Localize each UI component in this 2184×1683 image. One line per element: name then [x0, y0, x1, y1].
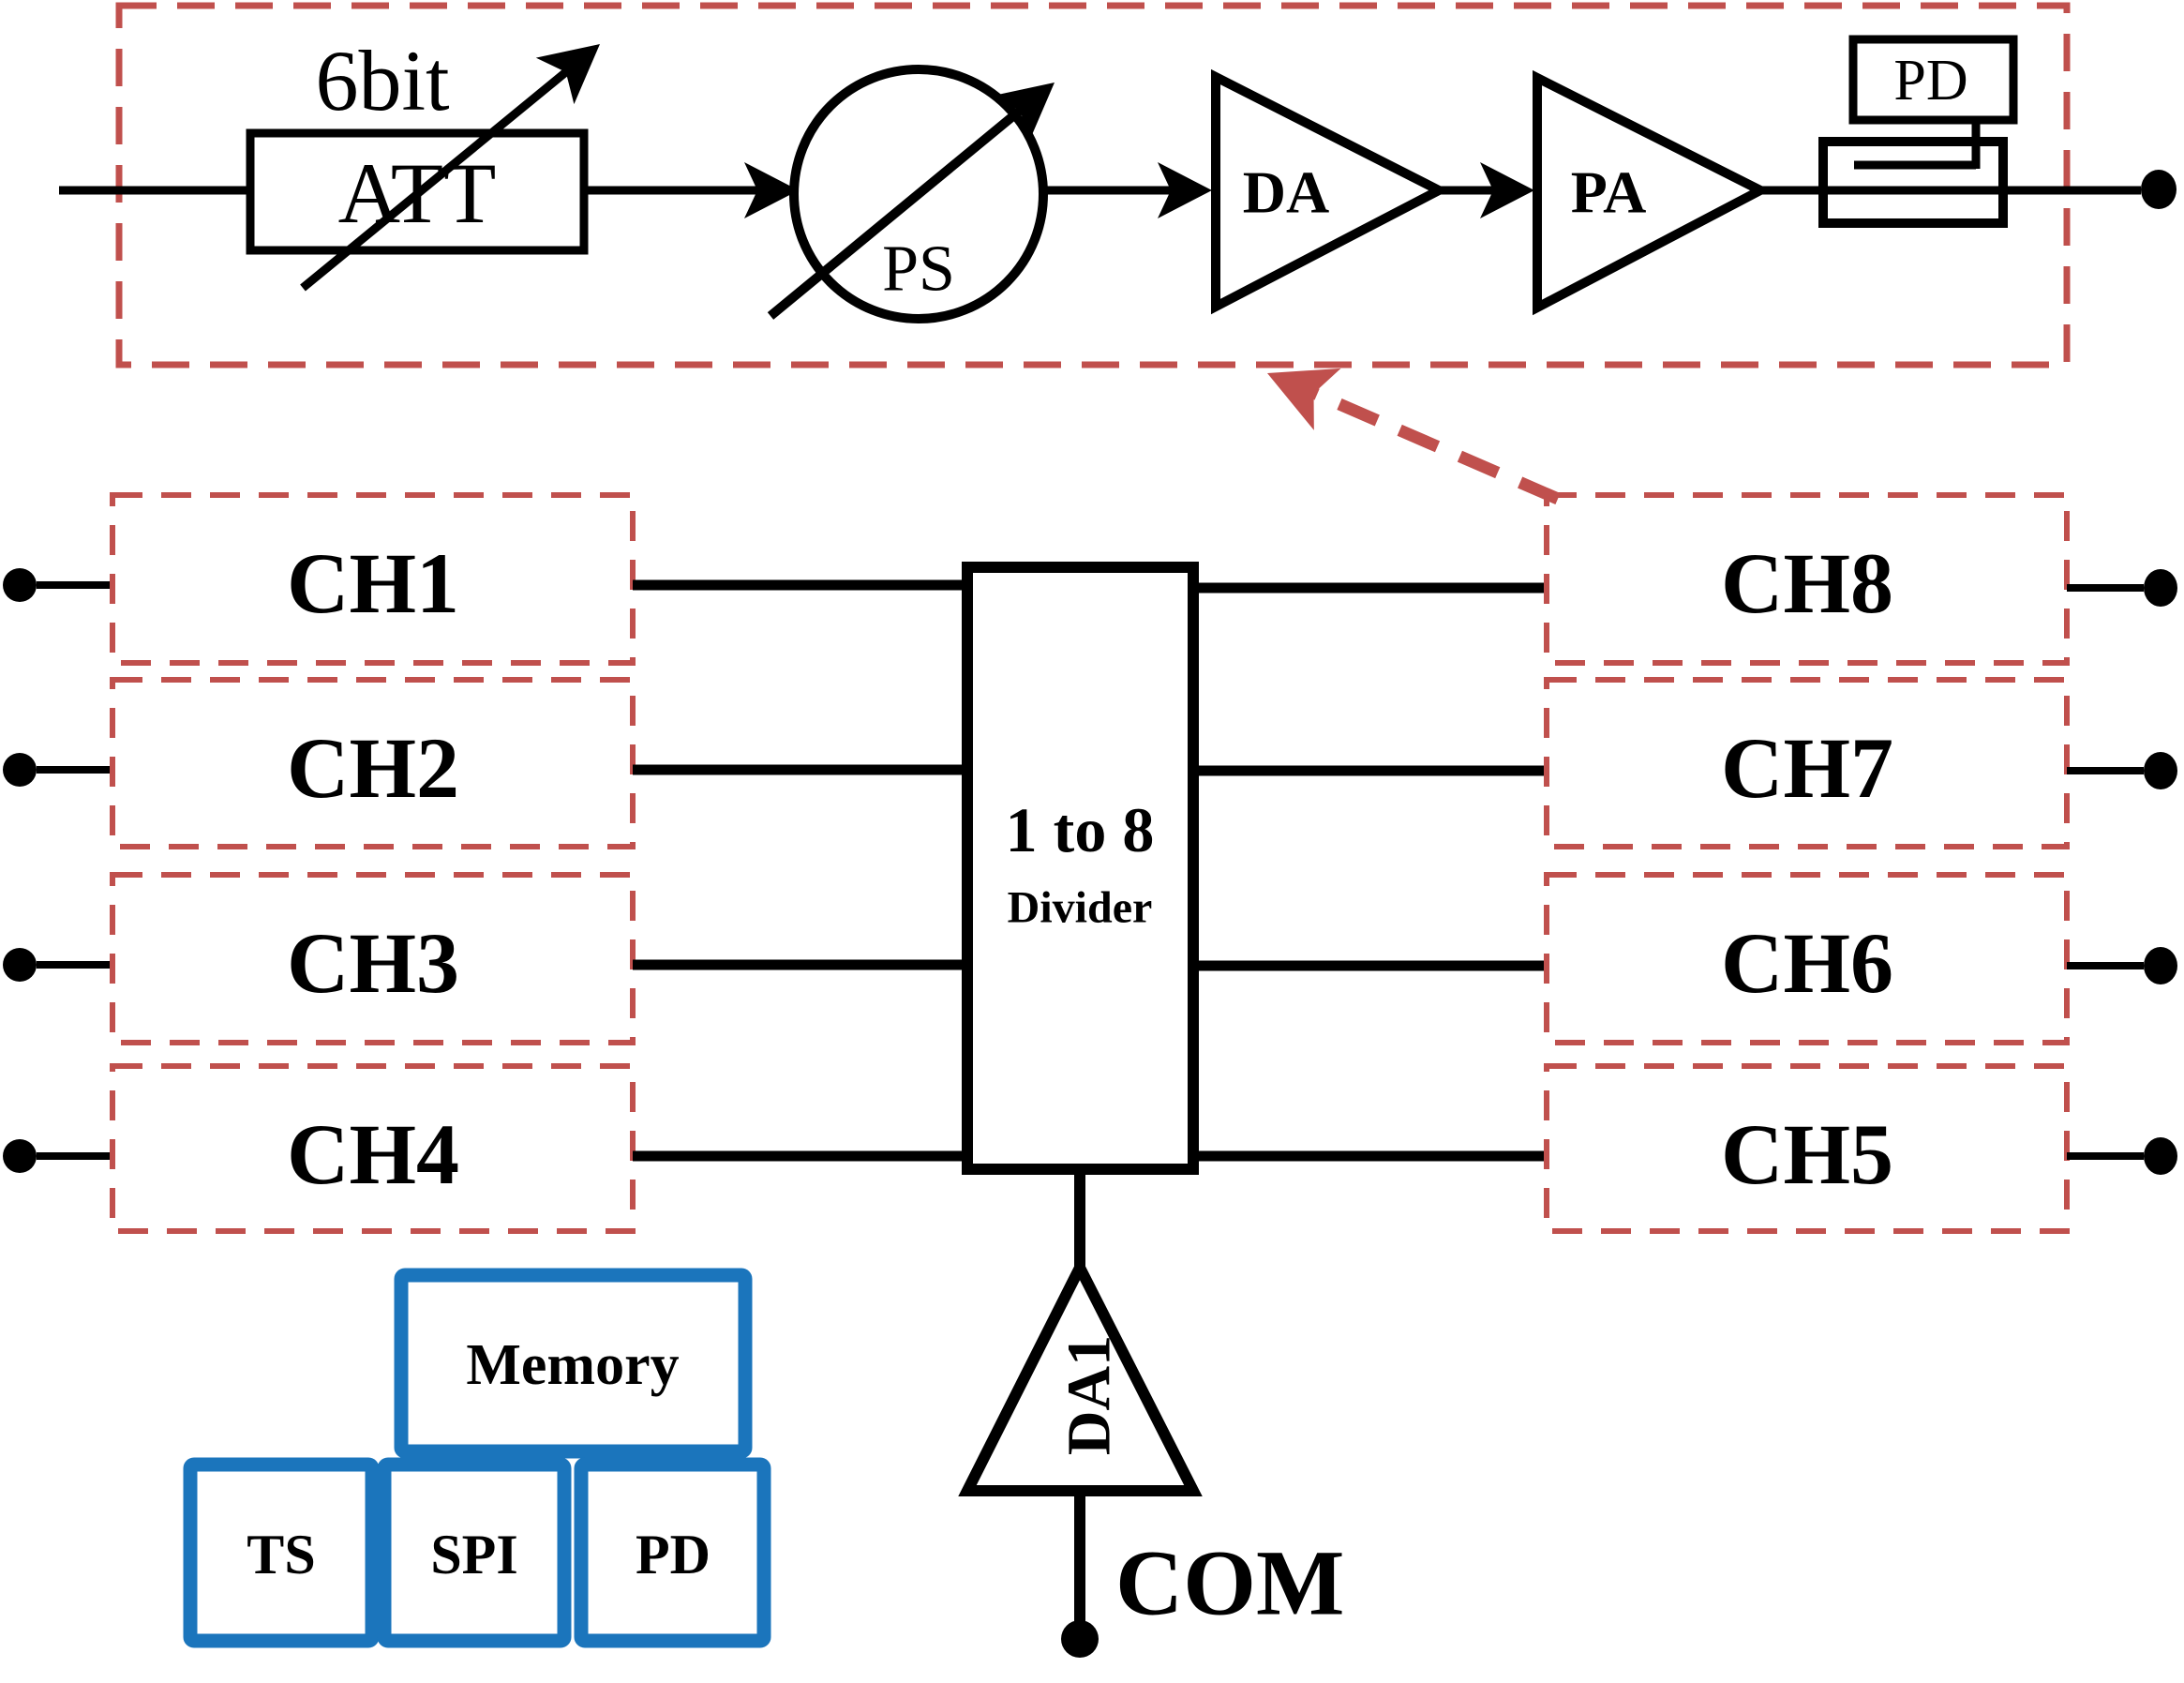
- att-to-ps-arrowhead: [744, 162, 799, 218]
- driver-amp-label: DA: [1243, 159, 1329, 226]
- ch5-box: [1544, 1063, 2070, 1234]
- attenuator-variable-arrowhead: [535, 44, 600, 105]
- detail-output-dot: [2141, 170, 2177, 209]
- ch5-label: CH5: [1721, 1106, 1893, 1202]
- ch2-label: CH2: [287, 720, 459, 816]
- detail-callout-arrowhead: [1267, 368, 1341, 430]
- ch1-label: CH1: [287, 535, 459, 631]
- ch7-box: [1544, 677, 2070, 849]
- ch7-output-dot: [2144, 752, 2177, 789]
- ch6-label: CH6: [1721, 915, 1893, 1011]
- divider-title: 1 to 8: [1006, 794, 1155, 865]
- ch4-label: CH4: [287, 1106, 459, 1202]
- ch5-output-dot: [2144, 1137, 2177, 1175]
- attenuator-bits-label: 6bit: [315, 33, 450, 128]
- ch1-input-dot: [3, 568, 37, 602]
- spi-box: [377, 1457, 572, 1648]
- ch7-label: CH7: [1721, 720, 1893, 816]
- ch6-output-dot: [2144, 947, 2177, 984]
- ch3-box: [110, 872, 636, 1045]
- common-amp-label: DA1: [1055, 1335, 1124, 1455]
- divider-subtitle: Divider: [1008, 883, 1153, 933]
- ch8-box: [1544, 492, 2070, 666]
- ts-label: TS: [247, 1524, 315, 1585]
- attenuator-variable-line: [300, 58, 581, 292]
- power-detector-label: PD: [1893, 49, 1967, 113]
- phase-shifter-label: PS: [882, 233, 955, 306]
- pd-control-box: [574, 1457, 771, 1648]
- ch3-input-dot: [3, 948, 37, 982]
- ch3-label: CH3: [287, 915, 459, 1011]
- ch1-box: [110, 492, 636, 666]
- ch4-box: [110, 1063, 636, 1234]
- da-to-pa-arrowhead: [1480, 162, 1534, 218]
- ch2-box: [110, 677, 636, 849]
- ch6-box: [1544, 872, 2070, 1045]
- com-port-label: COM: [1115, 1531, 1344, 1635]
- power-amp-label: PA: [1571, 159, 1647, 226]
- divider-box: [962, 562, 1199, 1175]
- ps-to-da-arrowhead: [1158, 162, 1212, 218]
- ts-box: [183, 1457, 380, 1648]
- detail-callout-arrow-line: [1302, 383, 1561, 504]
- ch4-input-dot: [3, 1139, 37, 1173]
- phase-shifter-variable-arrowhead: [990, 83, 1055, 143]
- memory-label: Memory: [466, 1333, 679, 1397]
- spi-label: SPI: [430, 1524, 517, 1585]
- ch8-output-dot: [2144, 569, 2177, 607]
- memory-box: [394, 1268, 753, 1459]
- ch8-label: CH8: [1721, 535, 1893, 631]
- phase-shifter-variable-line: [767, 98, 1035, 320]
- com-port-dot: [1061, 1620, 1099, 1658]
- driver-amp-triangle: [1211, 68, 1449, 315]
- ch2-input-dot: [3, 753, 37, 787]
- pd-control-label: PD: [636, 1524, 711, 1585]
- power-amp-triangle: [1533, 69, 1771, 316]
- coupler-box: [1818, 137, 2008, 228]
- power-detector-box: [1848, 35, 2018, 125]
- channel-detail-dashed-box: [115, 2, 2071, 368]
